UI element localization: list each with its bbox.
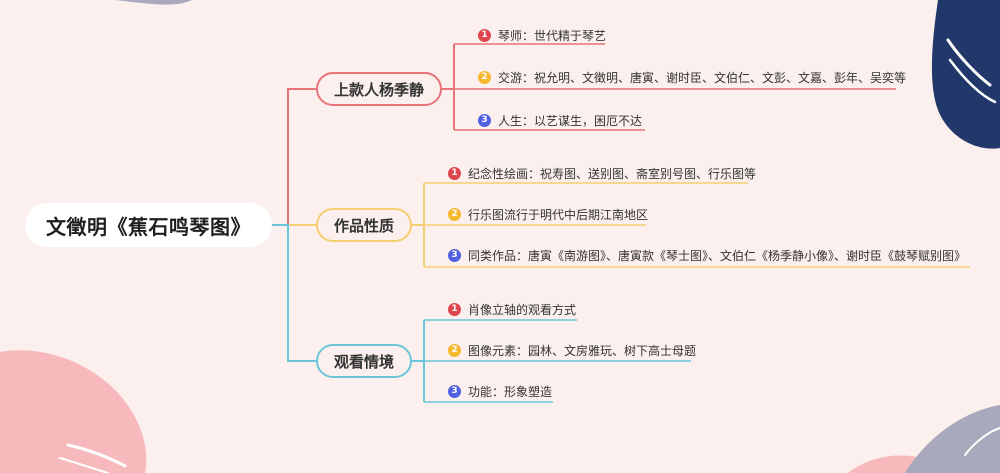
leaf-text: 行乐图流行于明代中后期江南地区	[468, 207, 649, 222]
decor-blob-top-left	[115, 0, 192, 5]
number-badge: 1	[448, 166, 461, 180]
leaf-text: 琴师：世代精于琴艺	[498, 28, 607, 43]
leaf-text: 交游：祝允明、文徵明、唐寅、谢时臣、文伯仁、文彭、文嘉、彭年、吴奕等	[498, 70, 907, 85]
leaf-topic[interactable]: 2 交游：祝允明、文徵明、唐寅、谢时臣、文伯仁、文彭、文嘉、彭年、吴奕等	[478, 67, 906, 87]
leaf-topic[interactable]: 1 纪念性绘画：祝寿图、送别图、斋室别号图、行乐图等	[448, 163, 756, 183]
number-badge: 2	[448, 343, 461, 357]
leaf-topic[interactable]: 3 同类作品：唐寅《南游图》、唐寅款《琴士图》、文伯仁《杨季静小像》、谢时臣《鼓…	[448, 245, 966, 265]
number-badge: 1	[448, 302, 461, 316]
branch-topic-label: 观看情境	[333, 352, 394, 371]
leaf-text: 肖像立轴的观看方式	[468, 302, 577, 317]
leaf-text: 功能：形象塑造	[468, 384, 553, 399]
number-badge: 3	[448, 248, 461, 262]
leaf-topic[interactable]: 1 琴师：世代精于琴艺	[478, 25, 606, 45]
leaf-text: 人生：以艺谋生，困厄不达	[498, 113, 643, 128]
connector-root-branch-1	[272, 88, 316, 226]
branch-topic-inscribee[interactable]: 上款人杨季静	[316, 72, 442, 106]
connector-branch-1-leaves	[442, 44, 455, 130]
decor-stroke-bottom-right	[964, 427, 1000, 456]
leaf-topic[interactable]: 1 肖像立轴的观看方式	[448, 299, 576, 319]
branch-topic-viewing[interactable]: 观看情境	[316, 344, 412, 378]
number-badge: 1	[478, 28, 491, 42]
decor-blob-bottom-right-grey	[905, 405, 1000, 473]
leaf-topic[interactable]: 2 行乐图流行于明代中后期江南地区	[448, 204, 648, 224]
decor-stroke-bottom-left-2	[59, 457, 109, 473]
leaf-text: 图像元素：园林、文房雅玩、树下高士母题	[468, 343, 697, 358]
decor-blob-bottom-left	[0, 350, 147, 473]
branch-topic-nature[interactable]: 作品性质	[316, 208, 412, 242]
decor-stroke-top-right	[946, 38, 992, 87]
decor-stroke-bottom-left	[66, 443, 127, 468]
number-badge: 3	[448, 384, 461, 398]
number-badge: 3	[478, 113, 491, 127]
decor-stroke-top-right-2	[948, 58, 997, 104]
root-topic[interactable]: 文徵明《蕉石鸣琴图》	[25, 203, 272, 247]
leaf-topic[interactable]: 3 人生：以艺谋生，困厄不达	[478, 110, 642, 130]
branch-topic-label: 上款人杨季静	[333, 80, 424, 99]
branch-topic-label: 作品性质	[333, 216, 394, 235]
leaf-text: 同类作品：唐寅《南游图》、唐寅款《琴士图》、文伯仁《杨季静小像》、谢时臣《鼓琴赋…	[468, 248, 967, 263]
decor-blob-top-right-navy	[931, 0, 1000, 149]
leaf-topic[interactable]: 3 功能：形象塑造	[448, 381, 552, 401]
number-badge: 2	[448, 207, 461, 221]
leaf-topic[interactable]: 2 图像元素：园林、文房雅玩、树下高士母题	[448, 340, 696, 360]
number-badge: 2	[478, 70, 491, 84]
connector-root-branch-3	[272, 224, 316, 362]
root-topic-label: 文徵明《蕉石鸣琴图》	[46, 214, 251, 239]
leaf-text: 纪念性绘画：祝寿图、送别图、斋室别号图、行乐图等	[468, 166, 757, 181]
